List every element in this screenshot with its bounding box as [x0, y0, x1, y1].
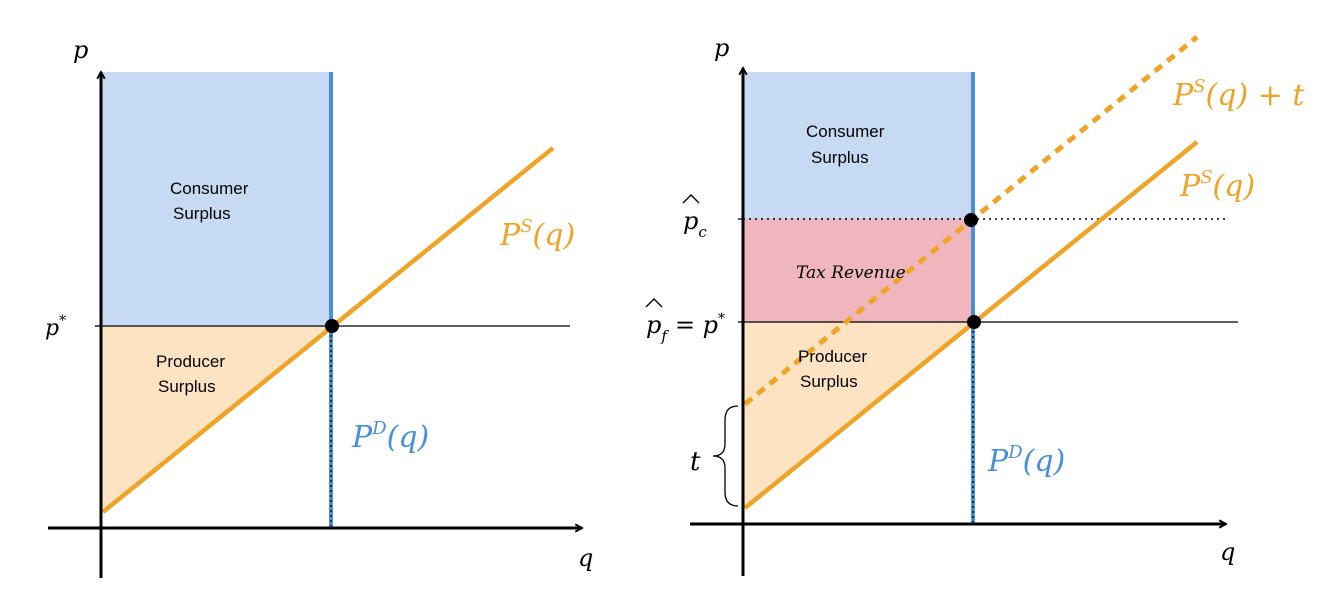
left-consumer-surplus-label: Consumer Surplus: [170, 179, 253, 223]
right-supply-plus-tax-label: PS(q) + t: [1172, 76, 1305, 113]
right-producer-price-eq: = p: [675, 311, 718, 339]
left-demand-label-sup: D: [371, 418, 387, 439]
left-equilibrium-point: [325, 319, 339, 333]
right-producer-price-point: [967, 315, 981, 329]
right-tax-revenue-label: Tax Revenue: [796, 263, 906, 283]
left-producer-surplus-line2: Surplus: [158, 377, 216, 396]
right-producer-price-base: p: [646, 311, 661, 339]
right-producer-surplus-line2: Surplus: [800, 372, 858, 391]
left-demand-label-base: P: [351, 420, 373, 455]
right-tax-revenue-area: [743, 219, 973, 322]
right-demand-label-arg: (q): [1023, 444, 1066, 479]
left-supply-curve-label: PS(q): [499, 216, 575, 253]
left-panel: p q p* Consumer Surplus Producer Surplus…: [45, 36, 593, 578]
left-price-label-sup: *: [59, 313, 66, 329]
right-supply-label-base: P: [1179, 169, 1201, 204]
left-supply-label-arg: (q): [533, 218, 576, 253]
right-consumer-price-point: [964, 213, 978, 227]
right-producer-price-sup: *: [718, 311, 725, 327]
right-supply-curve-label: PS(q): [1179, 167, 1255, 204]
right-consumer-surplus-label: Consumer Surplus: [806, 122, 889, 167]
right-supply-label-arg: (q): [1213, 169, 1256, 204]
right-supply-tax-label-sup: S: [1193, 76, 1205, 97]
right-demand-label-sup: D: [1007, 442, 1023, 463]
right-supply-tax-label-base: P: [1172, 78, 1194, 113]
right-consumer-price-base: p: [683, 207, 698, 235]
left-demand-label-arg: (q): [387, 420, 430, 455]
right-consumer-surplus-line1: Consumer: [806, 122, 885, 141]
right-demand-curve-label: PD(q): [987, 442, 1065, 479]
left-supply-label-sup: S: [520, 216, 532, 237]
left-producer-surplus-label: Producer Surplus: [156, 352, 230, 396]
left-supply-label-base: P: [499, 218, 521, 253]
right-tax-label: t: [690, 447, 701, 477]
left-price-label-base: p: [45, 316, 59, 341]
right-panel: p q pc pf= p* t Consumer Surplus Tax Rev…: [645, 34, 1305, 576]
right-consumer-price-hat-icon: [682, 194, 700, 204]
left-demand-curve-label: PD(q): [351, 418, 429, 455]
left-producer-surplus-line1: Producer: [156, 352, 225, 371]
right-consumer-surplus-area: [743, 72, 973, 219]
right-x-axis-label: q: [1220, 538, 1235, 566]
right-producer-surplus-line1: Producer: [798, 347, 867, 366]
left-price-label: p*: [45, 313, 66, 341]
left-consumer-surplus-line2: Surplus: [173, 204, 231, 223]
right-consumer-price-label: pc: [683, 207, 707, 241]
right-producer-price-sub: f: [660, 327, 669, 345]
right-consumer-price-sub: c: [698, 223, 707, 241]
left-consumer-surplus-area: [101, 72, 331, 326]
right-supply-tax-label-arg: (q) + t: [1206, 78, 1306, 113]
right-tax-brace-icon: [712, 405, 739, 507]
left-x-axis-label: q: [578, 544, 593, 572]
right-supply-label-sup: S: [1200, 167, 1212, 188]
right-consumer-surplus-line2: Surplus: [811, 148, 869, 167]
right-producer-price-label: pf = p*: [646, 311, 725, 345]
right-producer-surplus-label: Producer Surplus: [798, 347, 872, 391]
left-consumer-surplus-line1: Consumer: [170, 179, 249, 198]
left-y-axis-label: p: [73, 36, 88, 64]
right-producer-price-hat-icon: [645, 298, 663, 308]
right-demand-label-base: P: [987, 444, 1009, 479]
right-y-axis-label: p: [714, 34, 729, 62]
